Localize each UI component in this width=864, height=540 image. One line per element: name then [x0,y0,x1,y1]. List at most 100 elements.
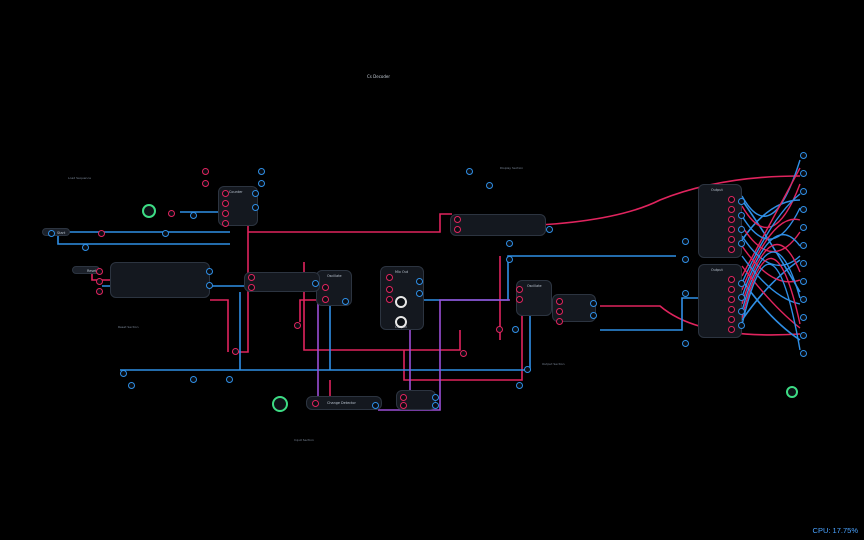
patch-cable[interactable] [741,257,801,325]
input-jack[interactable] [322,296,329,303]
input-jack[interactable] [556,298,563,305]
output-jack[interactable] [546,226,553,233]
output-jack[interactable] [206,282,213,289]
output-jack[interactable] [800,350,807,357]
output-jack[interactable] [486,182,493,189]
patch-cable[interactable] [741,167,801,277]
patch-cable[interactable] [741,259,801,321]
input-jack[interactable] [386,274,393,281]
module-change-detector[interactable]: Change Detector [306,396,382,410]
output-jack[interactable] [738,212,745,219]
patch-cable[interactable] [303,262,461,351]
module-gate[interactable] [450,214,546,236]
input-jack[interactable] [294,322,301,329]
input-jack[interactable] [248,284,255,291]
input-jack[interactable] [728,196,735,203]
input-jack[interactable] [312,400,319,407]
output-knob[interactable] [786,386,798,398]
output-jack[interactable] [800,278,807,285]
output-jack[interactable] [800,242,807,249]
patch-cable[interactable] [741,263,801,351]
output-jack[interactable] [206,268,213,275]
output-jack[interactable] [738,280,745,287]
patch-cable[interactable] [378,299,510,411]
output-jack[interactable] [800,188,807,195]
input-jack[interactable] [516,286,523,293]
output-jack[interactable] [416,278,423,285]
input-jack[interactable] [728,216,735,223]
output-jack[interactable] [48,230,55,237]
output-jack[interactable] [800,224,807,231]
input-jack[interactable] [400,394,407,401]
input-jack[interactable] [516,296,523,303]
input-jack[interactable] [728,296,735,303]
patch-cable[interactable] [741,159,801,217]
output-jack[interactable] [682,238,689,245]
input-jack[interactable] [400,402,407,409]
rate-knob[interactable] [142,204,156,218]
output-jack[interactable] [226,376,233,383]
output-jack[interactable] [738,226,745,233]
output-jack[interactable] [312,280,319,287]
output-jack[interactable] [506,256,513,263]
input-jack[interactable] [96,278,103,285]
input-jack[interactable] [202,168,209,175]
input-jack[interactable] [386,296,393,303]
output-jack[interactable] [800,170,807,177]
patch-cable[interactable] [600,297,700,331]
input-jack[interactable] [460,350,467,357]
input-jack[interactable] [728,206,735,213]
output-jack[interactable] [252,190,259,197]
output-jack[interactable] [800,314,807,321]
output-jack[interactable] [258,180,265,187]
input-jack[interactable] [728,286,735,293]
start-button[interactable]: Start [42,228,70,236]
output-jack[interactable] [524,366,531,373]
module-midi-note[interactable] [110,262,210,298]
output-jack[interactable] [738,308,745,315]
input-jack[interactable] [556,308,563,315]
output-jack[interactable] [682,340,689,347]
output-jack[interactable] [120,370,127,377]
input-jack[interactable] [222,190,229,197]
module-output-bottom[interactable]: Output [698,264,742,338]
input-jack[interactable] [728,246,735,253]
output-jack[interactable] [738,294,745,301]
input-jack[interactable] [454,226,461,233]
patch-cable[interactable] [741,193,801,284]
input-jack[interactable] [496,326,503,333]
input-jack[interactable] [728,276,735,283]
input-jack[interactable] [386,286,393,293]
input-jack[interactable] [96,268,103,275]
output-jack[interactable] [432,394,439,401]
output-jack[interactable] [682,290,689,297]
input-jack[interactable] [222,220,229,227]
patch-cable[interactable] [403,306,523,381]
output-jack[interactable] [590,300,597,307]
output-jack[interactable] [800,296,807,303]
input-jack[interactable] [222,210,229,217]
input-jack[interactable] [728,316,735,323]
output-jack[interactable] [82,244,89,251]
input-jack[interactable] [98,230,105,237]
output-jack[interactable] [682,256,689,263]
input-jack[interactable] [728,226,735,233]
input-jack[interactable] [454,216,461,223]
output-jack[interactable] [516,382,523,389]
input-jack[interactable] [96,288,103,295]
input-jack[interactable] [222,200,229,207]
module-switch[interactable] [244,272,320,292]
output-jack[interactable] [738,322,745,329]
output-jack[interactable] [342,298,349,305]
mix-knob-2[interactable] [395,316,407,328]
patch-cable[interactable] [120,300,531,371]
output-jack[interactable] [800,260,807,267]
patch-cable[interactable] [741,234,801,298]
output-jack[interactable] [800,332,807,339]
patch-cable[interactable] [57,236,230,245]
input-jack[interactable] [728,306,735,313]
input-jack[interactable] [248,274,255,281]
output-jack[interactable] [738,198,745,205]
patch-cable[interactable] [741,243,801,305]
input-gain-knob[interactable] [272,396,288,412]
